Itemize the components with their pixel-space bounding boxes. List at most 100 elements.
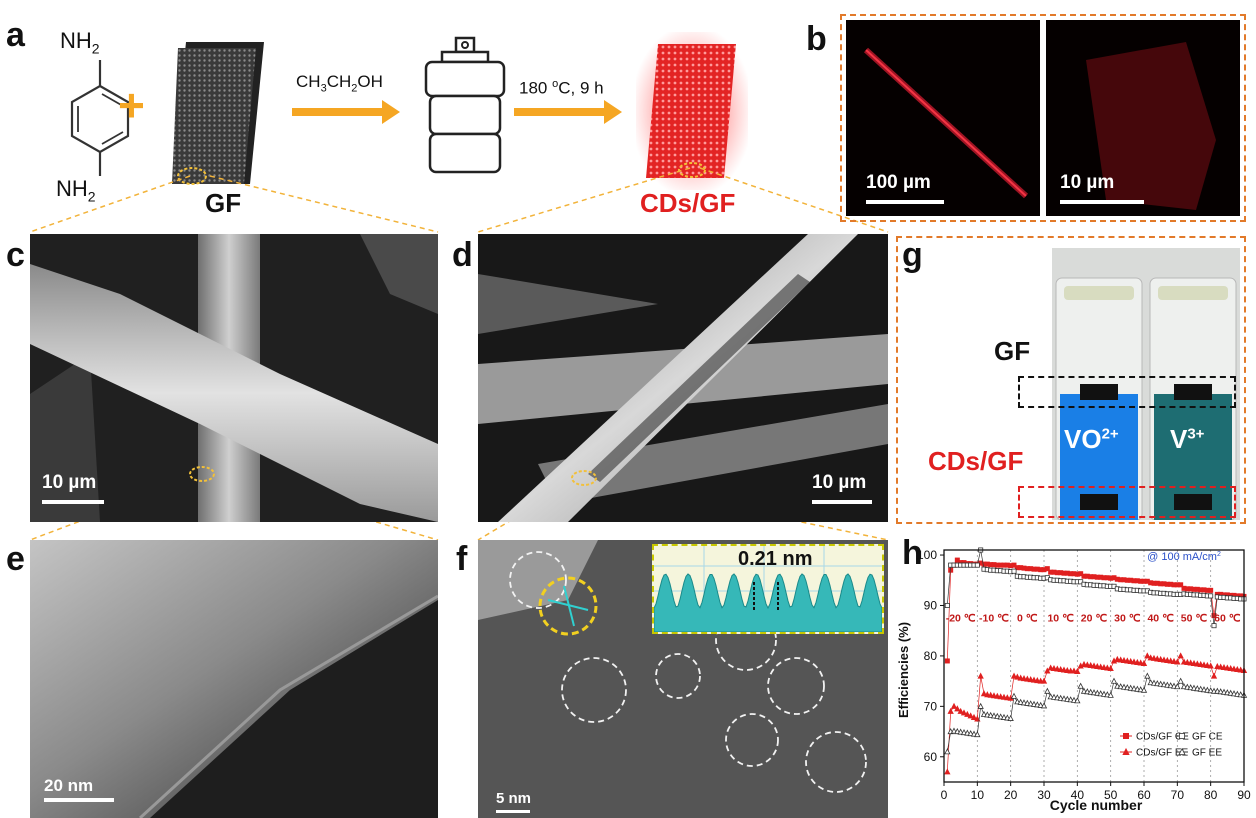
data-point (1104, 691, 1111, 698)
data-point (1184, 683, 1191, 690)
arrow-1-icon (292, 100, 402, 129)
graphite-felt-block (172, 38, 264, 188)
data-point (1094, 662, 1101, 670)
data-point (990, 692, 998, 699)
data-point (954, 557, 960, 563)
x-tick-label: 10 (971, 788, 985, 802)
panel-label-f: f (456, 540, 468, 578)
data-point (1014, 698, 1021, 705)
data-point (1230, 665, 1238, 672)
cds-gf-label: CDs/GF (640, 188, 736, 218)
temperature-label: 0 ℃ (1017, 613, 1038, 625)
x-tick-label: 0 (941, 788, 948, 802)
data-point (1177, 652, 1184, 659)
data-point (1154, 680, 1161, 687)
legend-label: GF EE (1192, 748, 1222, 759)
data-point (1080, 660, 1088, 667)
data-point (1070, 667, 1078, 674)
data-point (1214, 687, 1221, 694)
data-point (1097, 663, 1104, 670)
data-point (1211, 623, 1217, 629)
vial-label-vo2: VO2+ (1064, 424, 1119, 454)
data-point (1040, 677, 1048, 684)
data-point (1060, 666, 1068, 673)
data-point (1194, 660, 1201, 667)
data-point (997, 693, 1004, 700)
data-point (1070, 696, 1078, 703)
y-tick-label: 90 (924, 598, 938, 612)
data-point (1170, 682, 1178, 689)
data-point (1030, 676, 1038, 683)
data-point (1140, 686, 1148, 693)
scale-label-b-right: 10 µm (1060, 172, 1115, 193)
data-point (1011, 562, 1017, 568)
data-point (957, 728, 964, 735)
data-point (1084, 688, 1091, 695)
data-point (1184, 658, 1191, 665)
data-point (1137, 659, 1144, 666)
data-point (1207, 687, 1214, 694)
data-point (1044, 687, 1051, 694)
data-point (1057, 665, 1064, 673)
temperature-label: -20 ℃ (946, 613, 976, 625)
data-point (970, 730, 978, 737)
gf-label: GF (205, 188, 242, 218)
data-point (1054, 694, 1061, 701)
temperature-label: 60 ℃ (1214, 613, 1241, 625)
scale-bar-e (44, 798, 114, 802)
data-point (1177, 677, 1184, 684)
data-point (1220, 663, 1228, 671)
scale-label-b-left: 100 µm (866, 172, 931, 193)
data-point (1110, 677, 1118, 684)
data-point (1017, 698, 1024, 705)
tem-image-gf: 20 nm (30, 540, 438, 818)
data-point (1227, 689, 1234, 696)
data-point (1107, 691, 1114, 698)
photo-cds-gf-label: CDs/GF (928, 446, 1024, 476)
panel-label-d: d (452, 236, 473, 274)
data-point (1107, 664, 1114, 672)
temperature-label: 30 ℃ (1114, 613, 1141, 625)
data-point (1190, 684, 1198, 691)
benzene-ring-icon (70, 60, 130, 176)
data-point (1160, 681, 1168, 688)
data-point (1078, 579, 1084, 585)
data-point (1224, 664, 1231, 671)
data-point (1234, 690, 1241, 697)
data-point (1124, 657, 1131, 664)
temperature-label: 10 ℃ (1047, 613, 1074, 625)
data-point (957, 707, 964, 714)
cds-gf-block (636, 32, 748, 190)
data-point (1204, 661, 1211, 668)
data-point (1094, 689, 1101, 696)
data-point (950, 702, 958, 709)
data-point (1170, 657, 1178, 664)
data-point (970, 713, 978, 720)
data-point (1084, 661, 1091, 668)
y-tick-label: 60 (924, 750, 938, 764)
data-point (1014, 673, 1021, 680)
plus-sign: + (118, 79, 145, 131)
data-point (980, 690, 988, 697)
data-point (1011, 568, 1017, 574)
data-point (977, 702, 984, 709)
data-point (1034, 677, 1041, 684)
solvent-label: CH3CH2OH (296, 72, 383, 95)
data-point (1117, 656, 1124, 663)
data-point (1180, 658, 1188, 665)
panel-label-h: h (902, 534, 923, 572)
data-point (1214, 662, 1221, 670)
data-point (1114, 655, 1121, 662)
data-point (1050, 693, 1058, 700)
data-point (1237, 691, 1244, 698)
data-point (1134, 658, 1141, 665)
x-tick-label: 20 (1004, 788, 1018, 802)
data-point (1114, 682, 1121, 689)
data-point (1167, 657, 1174, 664)
data-point (947, 707, 954, 714)
scale-label-e: 20 nm (44, 776, 94, 795)
panel-label-b: b (806, 20, 827, 58)
scale-bar-b-left (866, 200, 944, 204)
data-point (980, 710, 988, 717)
